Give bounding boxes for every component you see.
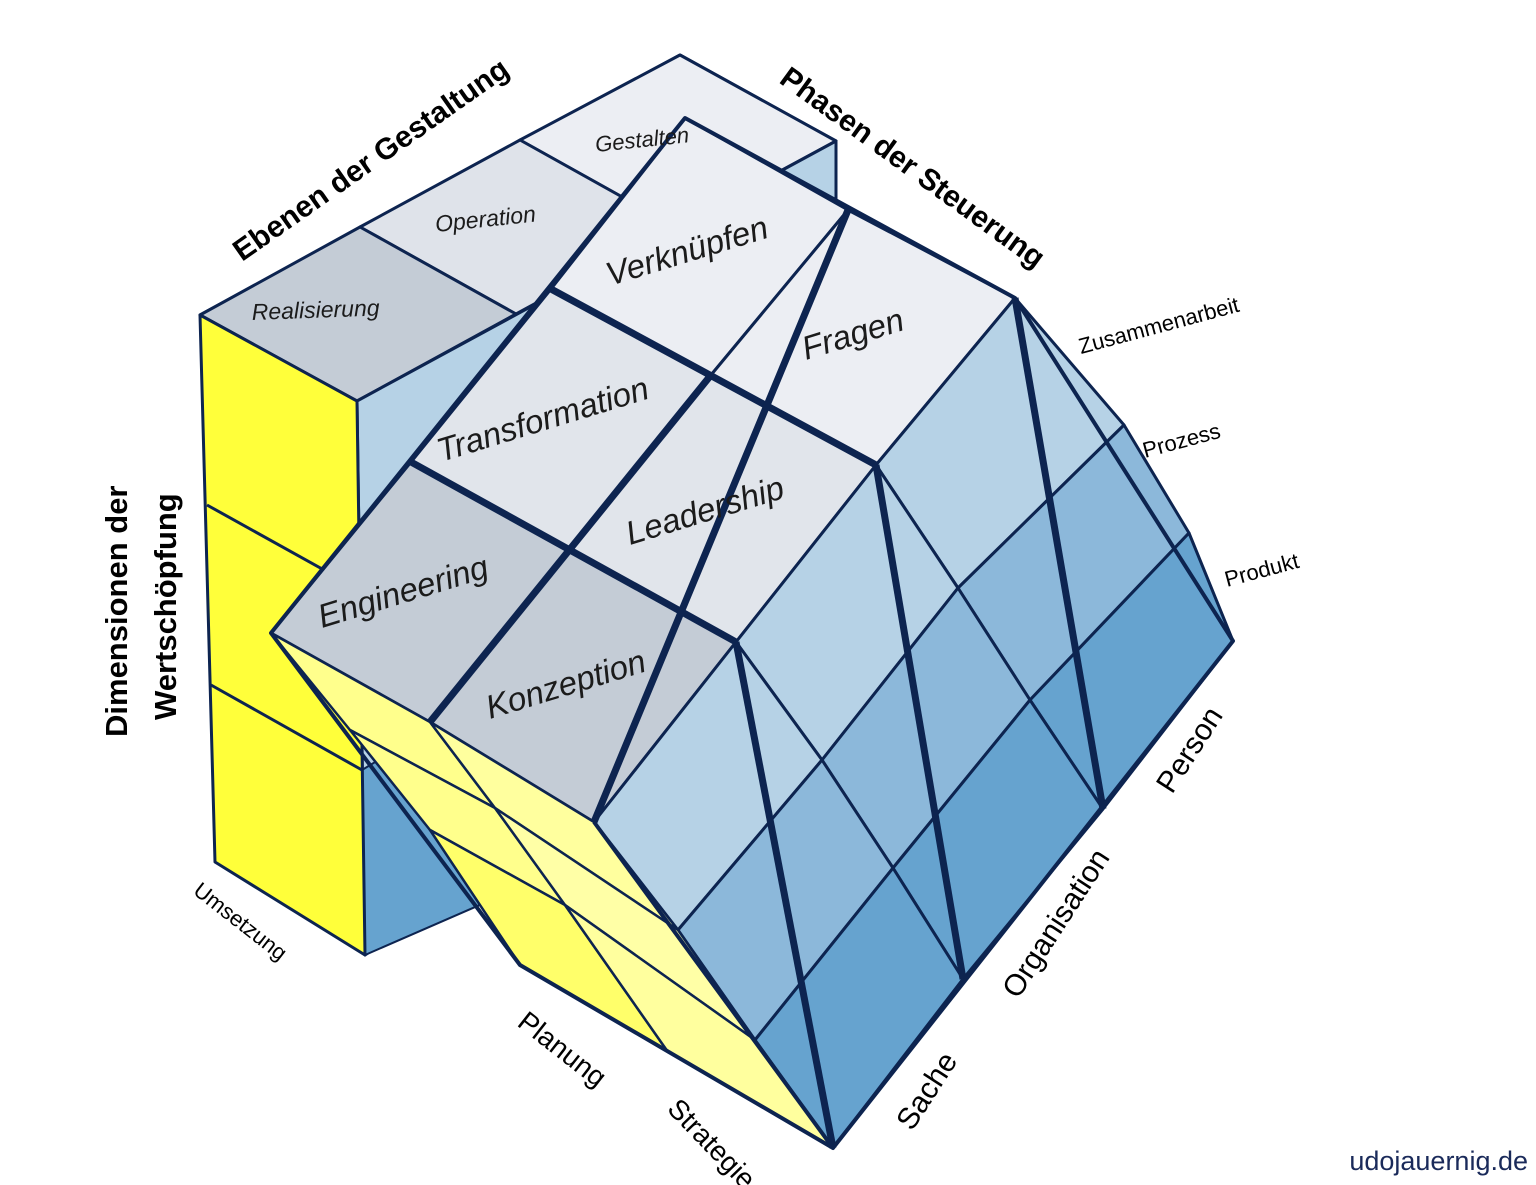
blue-grid-lines [732,297,1107,1149]
front-cube [269,116,1235,1150]
label-zusammenarbeit: Zusammenarbeit [1076,292,1242,359]
label-strategie: Strategie [662,1093,762,1185]
top-grid-lines [409,208,878,824]
axis-title-dimensionen-line1: Dimensionen der [99,486,134,738]
label-produkt: Produkt [1222,548,1302,592]
label-realisierung: Realisierung [251,295,380,325]
label-planung: Planung [512,1005,612,1093]
label-prozess: Prozess [1140,418,1223,463]
yellow-face [269,631,835,1150]
credit-text: udojauernig.de [1349,1146,1528,1176]
axis-title-dimensionen-line2: Wertschöpfung [148,493,183,720]
